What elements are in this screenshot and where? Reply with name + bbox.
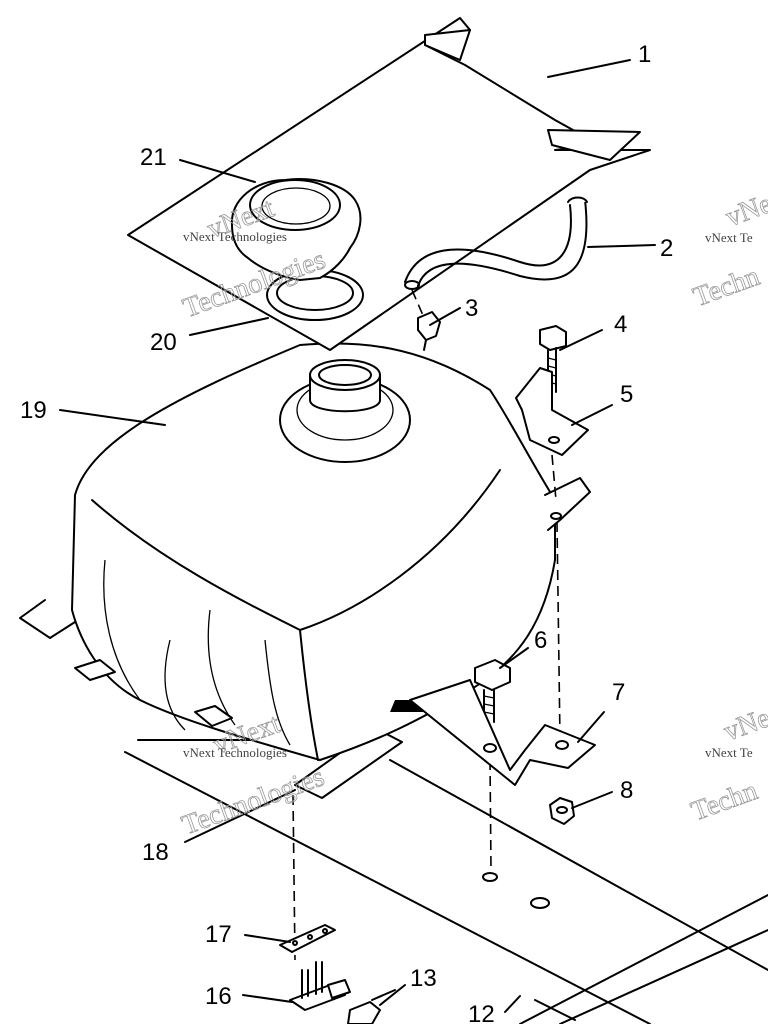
watermark-small-right-top: vNext Te <box>705 230 753 245</box>
label-part-18: 18 <box>142 839 169 866</box>
watermark-small-bottom: vNext Technologies <box>183 745 287 760</box>
svg-text:vNe: vNe <box>720 702 768 747</box>
watermark-right-top: vNe Techn <box>689 188 768 314</box>
part-17-plate <box>279 924 336 953</box>
guide-7 <box>556 521 561 741</box>
part-8-nut <box>549 797 575 825</box>
guide-5 <box>551 454 557 501</box>
watermark-small-top: vNext Technologies <box>183 229 287 244</box>
part-19-fuel-tank <box>19 342 591 761</box>
watermark-right-bottom: vNe Techn <box>687 702 768 828</box>
label-part-3: 3 <box>465 295 478 322</box>
label-part-21: 21 <box>140 144 167 171</box>
label-part-6: 6 <box>534 627 547 654</box>
part-5-bracket <box>515 367 589 456</box>
part-1-cover-sheet <box>127 17 651 351</box>
leader-lines <box>59 59 656 1013</box>
part-18-pad <box>292 727 403 961</box>
label-part-2: 2 <box>660 235 673 262</box>
label-part-8: 8 <box>620 777 633 804</box>
part-2-vent-hose <box>404 196 588 321</box>
svg-text:Technologies: Technologies <box>178 761 329 841</box>
label-part-7: 7 <box>612 679 625 706</box>
part-13-fuel-line <box>347 989 396 1024</box>
label-part-17: 17 <box>205 921 232 948</box>
part-16-petcock <box>289 961 351 1011</box>
part-7-mount-bracket <box>409 679 596 786</box>
label-part-16: 16 <box>205 983 232 1010</box>
svg-text:Techn: Techn <box>689 261 764 313</box>
part-21-fuel-cap <box>230 178 362 281</box>
label-part-19: 19 <box>20 397 47 424</box>
label-part-20: 20 <box>150 329 177 356</box>
svg-text:Techn: Techn <box>687 775 762 827</box>
part-3-hose-fitting <box>417 311 441 351</box>
label-part-13: 13 <box>410 965 437 992</box>
watermark-small-right-bottom: vNext Te <box>705 745 753 760</box>
svg-text:vNe: vNe <box>722 188 768 233</box>
label-part-12: 12 <box>468 1001 495 1024</box>
frame-rails <box>124 739 768 1024</box>
label-part-5: 5 <box>620 381 633 408</box>
label-part-1: 1 <box>638 41 651 68</box>
label-part-4: 4 <box>614 311 627 338</box>
